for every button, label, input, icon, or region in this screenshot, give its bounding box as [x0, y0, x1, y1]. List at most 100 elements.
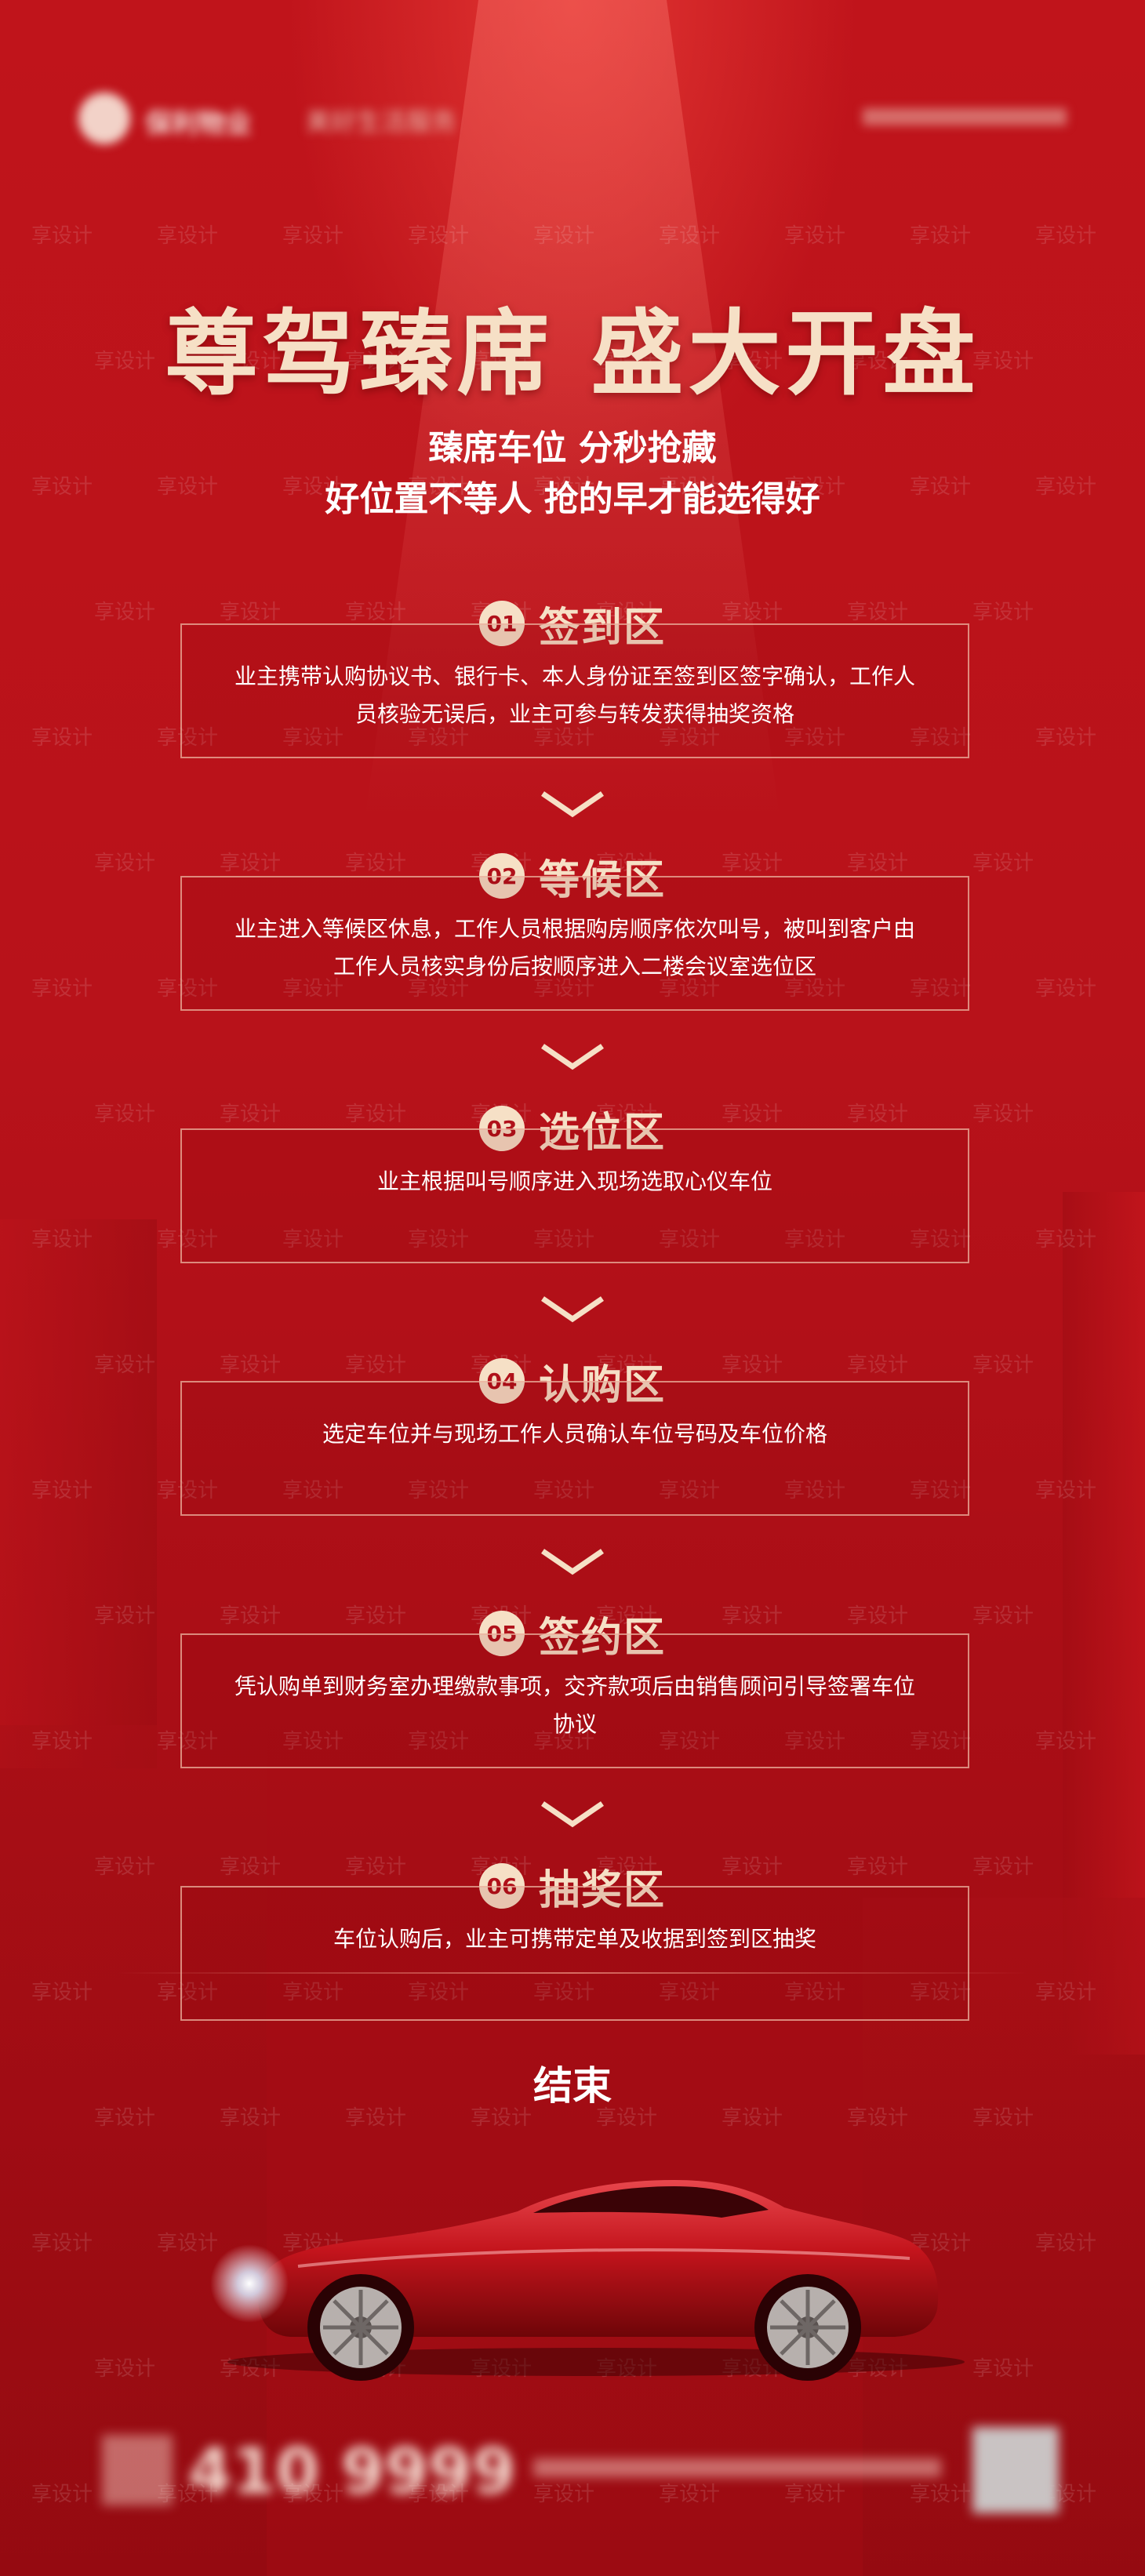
- watermark-text: 享设计: [722, 1353, 783, 1377]
- watermark-text: 享设计: [220, 601, 282, 624]
- sports-car-image: [210, 2180, 965, 2381]
- header-right-text: [863, 108, 1067, 125]
- watermark-text: 享设计: [784, 224, 846, 248]
- watermark-text: 享设计: [596, 1604, 658, 1628]
- step-name: 等候区: [538, 856, 666, 904]
- chevron-down-icon: [541, 1549, 604, 1575]
- watermark-text: 享设计: [1035, 224, 1097, 248]
- watermark-text: 享设计: [94, 1855, 156, 1879]
- qr-code-icon: [972, 2427, 1059, 2513]
- watermark-text: 享设计: [659, 726, 721, 750]
- watermark-text: 享设计: [596, 1353, 658, 1377]
- watermark-text: 享设计: [910, 2483, 972, 2506]
- watermark-text: 享设计: [31, 2232, 93, 2255]
- step-desc: 选定车位并与现场工作人员确认车位号码及车位价格: [322, 1421, 827, 1447]
- step-desc: 业主进入等候区休息，工作人员根据购房顺序依次叫号，被叫到客户由工作人员核实身份后…: [234, 916, 915, 979]
- watermark-text: 享设计: [596, 1103, 658, 1126]
- watermark-text: 享设计: [408, 1730, 470, 1753]
- watermark-text: 享设计: [408, 1479, 470, 1502]
- watermark-text: 享设计: [910, 726, 972, 750]
- watermark-text: 享设计: [847, 1353, 909, 1377]
- watermark-text: 享设计: [94, 2106, 156, 2130]
- watermark-text: 享设计: [659, 977, 721, 1001]
- watermark-text: 享设计: [31, 475, 93, 499]
- blurred-footer: 410 9999: [86, 2427, 1059, 2513]
- watermark-text: 享设计: [94, 1353, 156, 1377]
- watermark-text: 享设计: [157, 224, 219, 248]
- watermark-text: 享设计: [1035, 1981, 1097, 2004]
- watermark-text: 享设计: [220, 2357, 282, 2381]
- floor-highlight: [118, 1972, 1027, 1974]
- watermark-text: 享设计: [722, 1103, 783, 1126]
- watermark-text: 享设计: [1035, 1730, 1097, 1753]
- watermark-text: 享设计: [596, 2353, 657, 2382]
- watermark-text: 享设计: [784, 1479, 846, 1502]
- watermark-text: 享设计: [659, 1228, 721, 1252]
- watermark-text: 享设计: [784, 726, 846, 750]
- watermark-text: 享设计: [94, 350, 156, 373]
- watermark-text: 享设计: [157, 1981, 219, 2004]
- watermark-text: 享设计: [408, 977, 470, 1001]
- watermark-text: 享设计: [1035, 475, 1097, 499]
- watermark-text: 享设计: [784, 475, 846, 499]
- bg-slab-left: [0, 1219, 157, 1768]
- step-desc: 凭认购单到财务室办理缴款事项，交齐款项后由销售顾问引导签署车位协议: [234, 1673, 915, 1737]
- step-name: 认购区: [538, 1361, 666, 1409]
- watermark-text: 享设计: [722, 1855, 783, 1879]
- watermark-text: 享设计: [972, 350, 1034, 373]
- chevron-down-icon: [541, 791, 604, 818]
- blurred-header: 保利物业 美好生活服务: [78, 86, 1067, 149]
- watermark-text: 享设计: [157, 977, 219, 1001]
- watermark-text: 享设计: [784, 1730, 846, 1753]
- watermark-text: 享设计: [31, 1981, 93, 2004]
- watermark-text: 享设计: [847, 1103, 909, 1126]
- brand-name: 保利物业: [145, 108, 252, 140]
- watermark-text: 享设计: [282, 1479, 344, 1502]
- watermark-text: 享设计: [972, 2357, 1034, 2381]
- watermark-text: 享设计: [220, 1353, 282, 1377]
- watermark-text: 享设计: [408, 475, 470, 499]
- watermark-text: 享设计: [220, 1103, 282, 1126]
- watermark-text: 享设计: [471, 2353, 532, 2382]
- watermark-text: 享设计: [659, 1730, 721, 1753]
- watermark-text: 享设计: [910, 1981, 972, 2004]
- watermark-text: 享设计: [220, 1604, 282, 1628]
- brand-sub: 美好生活服务: [306, 107, 457, 136]
- watermark-text: 享设计: [31, 1228, 93, 1252]
- brand-logo-icon: [78, 93, 130, 144]
- watermark-text: 享设计: [533, 1228, 595, 1252]
- watermark-text: 享设计: [1035, 1479, 1097, 1502]
- watermark-text: 享设计: [31, 1730, 93, 1753]
- watermark-text: 享设计: [345, 601, 407, 624]
- chevron-down-icon: [541, 1801, 604, 1828]
- watermark-text: 享设计: [910, 1479, 972, 1502]
- watermark-text: 享设计: [157, 1479, 219, 1502]
- footer-address: [533, 2458, 941, 2477]
- watermark-text: 享设计: [345, 2106, 407, 2130]
- watermark-text: 享设计: [847, 1855, 909, 1879]
- watermark-text: 享设计: [847, 350, 909, 373]
- watermark-text: 享设计: [972, 2106, 1034, 2130]
- watermark-text: 享设计: [847, 852, 909, 875]
- watermark-text: 享设计: [157, 726, 219, 750]
- watermark-text: 享设计: [471, 350, 533, 373]
- watermark-text: 享设计: [282, 2483, 344, 2506]
- watermark-text: 享设计: [533, 1479, 595, 1502]
- watermark-text: 享设计: [157, 1730, 219, 1753]
- watermark-text: 享设计: [722, 852, 783, 875]
- watermark-text: 享设计: [533, 2483, 595, 2506]
- watermark-text: 享设计: [1035, 1228, 1097, 1252]
- bg-slab-left-lower: [0, 1725, 267, 2576]
- watermark-text: 享设计: [972, 1353, 1034, 1377]
- watermark-text: 享设计: [596, 601, 658, 624]
- watermark-text: 享设计: [408, 224, 470, 248]
- watermark-text: 享设计: [345, 1353, 407, 1377]
- watermark-text: 享设计: [220, 350, 282, 373]
- watermark-text: 享设计: [972, 1604, 1034, 1628]
- watermark-text: 享设计: [94, 852, 156, 875]
- watermark-text: 享设计: [408, 1228, 470, 1252]
- page-title: 尊驾臻席 盛大开盘: [165, 300, 980, 408]
- watermark-text: 享设计: [533, 726, 595, 750]
- watermark-text: 享设计: [345, 350, 407, 373]
